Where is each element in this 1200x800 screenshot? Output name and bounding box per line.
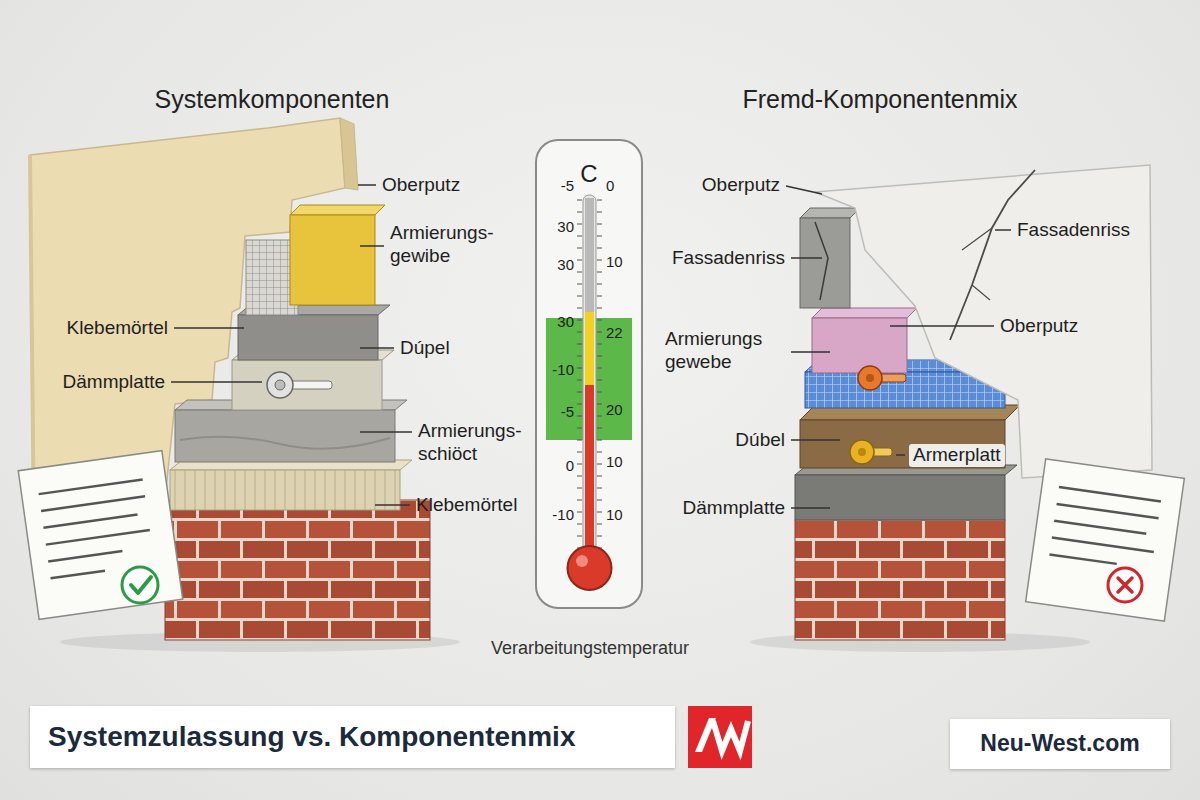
scale-number: -5 (561, 403, 574, 421)
part-label: Oberputz (702, 174, 780, 197)
system-wall-illustration (18, 118, 460, 652)
part-label: Oberputz (1000, 315, 1078, 338)
scale-number: 0 (566, 457, 574, 475)
scale-number: 0 (606, 177, 614, 195)
part-label: Fassadenriss (1017, 219, 1130, 242)
scale-unit: C (580, 160, 597, 189)
leader-lines (786, 186, 1011, 508)
website-box: Neu-West.com (950, 719, 1170, 769)
part-label: Armerplatt (909, 444, 1005, 467)
scale-number: -10 (552, 361, 574, 379)
part-label: Klebemörtel (416, 494, 517, 517)
scale-number: 30 (557, 218, 574, 236)
logo-mark (688, 706, 752, 768)
mixed-wall-illustration (750, 165, 1184, 652)
column-heading: Fremd-Komponentenmix (742, 84, 1017, 114)
title-banner: Systemzulassung vs. Komponentenmix (30, 706, 675, 768)
part-label: Oberputz (382, 174, 460, 197)
scale-number: 30 (557, 256, 574, 274)
scale-number: 10 (606, 453, 623, 471)
box-text: Neu-West.com (980, 730, 1139, 758)
scale-number: 10 (606, 253, 623, 271)
leader-lines (171, 185, 412, 505)
box-text: Systemzulassung vs. Komponentenmix (48, 720, 575, 754)
scale-number: 22 (606, 324, 623, 342)
part-label: Armierungs- schiöct (418, 420, 548, 466)
scale-number: 20 (606, 401, 623, 419)
scale-number: -5 (561, 177, 574, 195)
part-label: Dämmplatte (63, 371, 165, 394)
thermometer (536, 140, 642, 608)
part-label: Armierungs gewebe (665, 328, 785, 374)
part-label: Dúbel (735, 429, 785, 452)
scale-number: -10 (552, 506, 574, 524)
part-label: Fassadenriss (672, 247, 785, 270)
part-label: Dúpel (400, 337, 450, 360)
scale-number: 10 (606, 506, 623, 524)
part-label: Armierungs- gewibe (390, 222, 520, 268)
part-label: Klebemörtel (67, 317, 168, 340)
axis-caption: Verarbeitungstemperatur (491, 638, 689, 660)
part-label: Dämmplatte (683, 497, 785, 520)
scale-number: 30 (557, 313, 574, 331)
column-heading: Systemkomponenten (155, 84, 390, 114)
